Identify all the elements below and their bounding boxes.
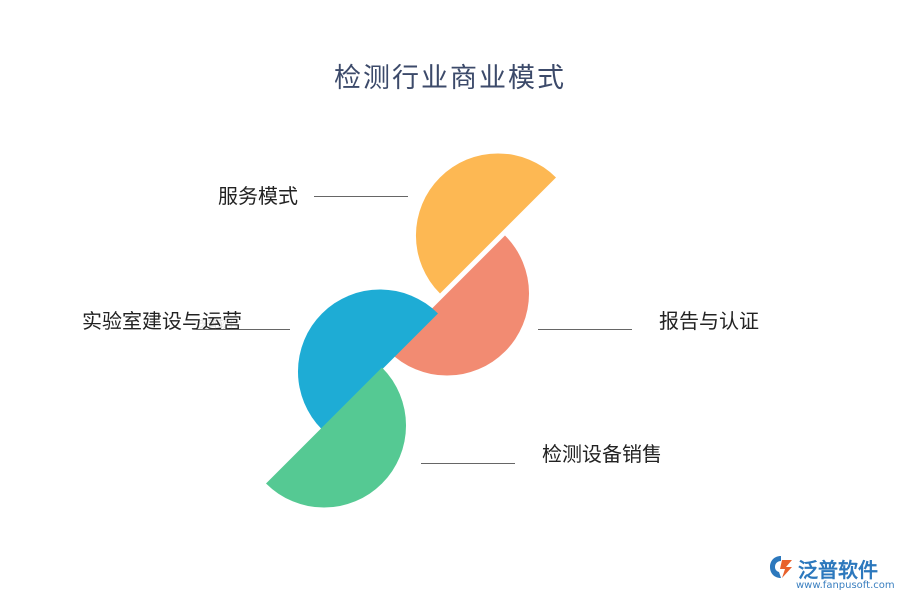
segment-report-certification (389, 235, 530, 376)
faint-watermark: 泛普软件 (196, 316, 240, 332)
label-report-certification: 报告与认证 (659, 309, 759, 333)
brand-url: www.fanpusoft.com (796, 580, 895, 591)
connector-equipment-sales (421, 463, 515, 464)
connector-lab-operations (196, 329, 290, 330)
brand-logo: 泛普软件 www.fanpusoft.com (768, 552, 895, 596)
label-equipment-sales: 检测设备销售 (542, 442, 662, 466)
segment-lab-operations (297, 289, 438, 430)
brand-name: 泛普软件 (798, 558, 878, 582)
connector-service-model (314, 196, 408, 197)
diagram-title: 检测行业商业模式 (334, 63, 566, 94)
segment-service-model (415, 153, 556, 294)
faint-watermark-text: 泛普软件 (196, 318, 240, 331)
connector-report-certification (538, 329, 632, 330)
label-service-model: 服务模式 (218, 184, 298, 208)
segment-equipment-sales (266, 367, 407, 508)
brand-logo-icon (770, 556, 792, 578)
